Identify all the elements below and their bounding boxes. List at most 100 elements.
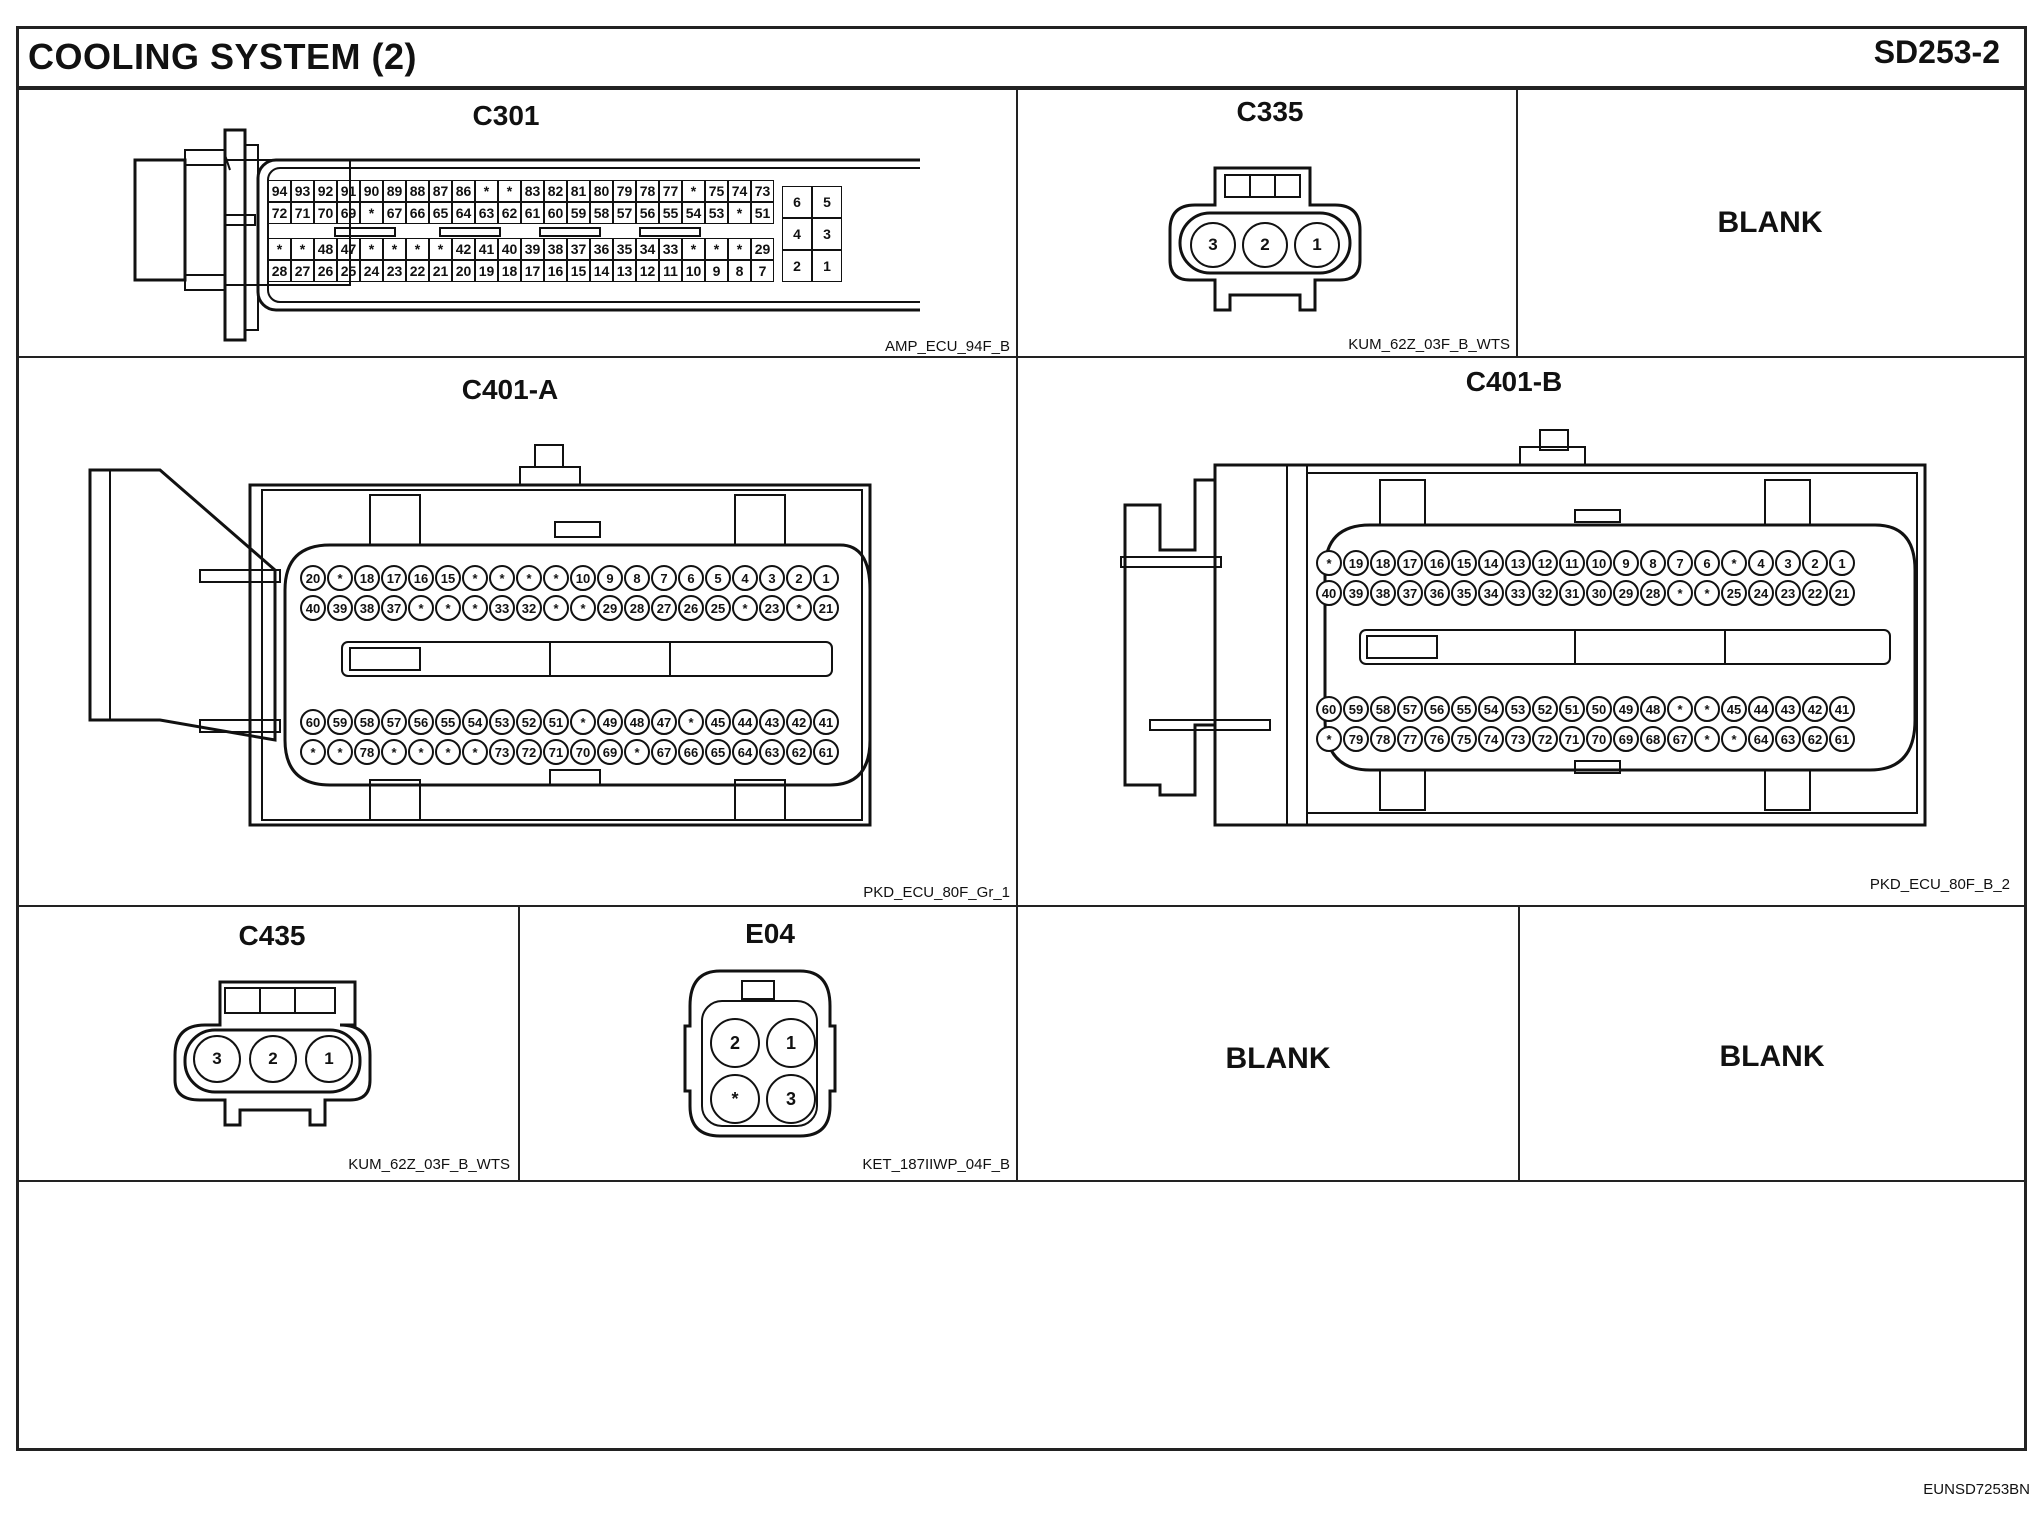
c401b-pin: * (1316, 726, 1342, 752)
e04-pin: 2 (710, 1018, 760, 1068)
c401b-pin: 50 (1586, 696, 1612, 722)
diagram-code: SD253-2 (1873, 34, 2000, 70)
c401b-pin: 64 (1748, 726, 1774, 752)
c401a-part-number: PKD_ECU_80F_Gr_1 (863, 884, 1010, 901)
c301-pin: 12 (636, 260, 659, 282)
spacer (1586, 610, 1612, 692)
c401a-pin: * (543, 595, 569, 621)
e04-part-number: KET_187IIWP_04F_B (862, 1156, 1010, 1173)
c301-pin: 89 (383, 180, 406, 202)
c401a-pin: 33 (489, 595, 515, 621)
c401a-pin: 39 (327, 595, 353, 621)
blank-cell-3: BLANK (1719, 1040, 1825, 1073)
c301-pin: 10 (682, 260, 705, 282)
c401b-pin: 67 (1667, 726, 1693, 752)
c301-pin: 15 (567, 260, 590, 282)
spacer (291, 224, 314, 238)
c401a-pin: * (300, 739, 326, 765)
c401b-pin: 77 (1397, 726, 1423, 752)
c401b-pin: 31 (1559, 580, 1585, 606)
c301-pin: * (498, 180, 521, 202)
c401a-pin: 59 (327, 709, 353, 735)
spacer (1559, 610, 1585, 692)
c401b-pin: * (1667, 580, 1693, 606)
c301-pin: 20 (452, 260, 475, 282)
spacer (516, 625, 542, 705)
c401b-pin: 71 (1559, 726, 1585, 752)
e04-pin: 3 (766, 1074, 816, 1124)
c401b-pin: 40 (1316, 580, 1342, 606)
c401b-pin: 34 (1478, 580, 1504, 606)
spacer (1397, 610, 1423, 692)
c301-pin: 8 (728, 260, 751, 282)
c301-pin: 14 (590, 260, 613, 282)
spacer (1451, 610, 1477, 692)
spacer (1478, 610, 1504, 692)
c401b-pin: 12 (1532, 550, 1558, 576)
spacer (1424, 610, 1450, 692)
c301-pin: 25 (337, 260, 360, 282)
c401a-pin: 37 (381, 595, 407, 621)
c401a-pin: * (327, 739, 353, 765)
c301-pin: 24 (360, 260, 383, 282)
col-divider-bottom-left (518, 905, 520, 1180)
c401b-pin: 60 (1316, 696, 1342, 722)
spacer (786, 625, 812, 705)
c301-pin: 69 (337, 202, 360, 224)
c401b-housing (1120, 429, 1927, 827)
c401a-pin: 9 (597, 565, 623, 591)
c301-pin: 70 (314, 202, 337, 224)
c401a-pin: 16 (408, 565, 434, 591)
c301-pin: * (429, 238, 452, 260)
spacer (300, 625, 326, 705)
spacer (452, 224, 475, 238)
c401b-pin: 41 (1829, 696, 1855, 722)
spacer (1721, 610, 1747, 692)
c301-pin: 67 (383, 202, 406, 224)
c401a-pin: 67 (651, 739, 677, 765)
c301-pin: 94 (268, 180, 291, 202)
c401b-pin: 38 (1370, 580, 1396, 606)
c401a-pin: 78 (354, 739, 380, 765)
spacer (408, 625, 434, 705)
c301-pin: * (360, 238, 383, 260)
c401b-pin: 44 (1748, 696, 1774, 722)
c301-pin: 65 (429, 202, 452, 224)
c401a-pin: 61 (813, 739, 839, 765)
c301-pin: * (682, 180, 705, 202)
c301-pin: * (728, 238, 751, 260)
c301-pin: 34 (636, 238, 659, 260)
c401a-pin: 40 (300, 595, 326, 621)
c401b-pin: * (1694, 696, 1720, 722)
c401b-pin: 68 (1640, 726, 1666, 752)
c401b-pin: 33 (1505, 580, 1531, 606)
spacer (1343, 610, 1369, 692)
spacer (813, 625, 839, 705)
blank-cell-2: BLANK (1225, 1042, 1331, 1075)
c401b-pin: 14 (1478, 550, 1504, 576)
c301-pin: * (728, 202, 751, 224)
c401b-pin: 45 (1721, 696, 1747, 722)
c301-pin: 11 (659, 260, 682, 282)
c401b-pin: 10 (1586, 550, 1612, 576)
spacer (732, 625, 758, 705)
spacer (521, 224, 544, 238)
c401b-pin: 56 (1424, 696, 1450, 722)
c401b-pin: 51 (1559, 696, 1585, 722)
c301-pin: 78 (636, 180, 659, 202)
row-divider-3 (16, 1180, 2027, 1182)
c301-pin: * (475, 180, 498, 202)
c401b-pin: * (1721, 550, 1747, 576)
c401b-pin: 3 (1775, 550, 1801, 576)
c401b-pin: 70 (1586, 726, 1612, 752)
c401a-pin: * (732, 595, 758, 621)
c401b-pin: * (1316, 550, 1342, 576)
c401a-pin: 54 (462, 709, 488, 735)
c401a-pin: 21 (813, 595, 839, 621)
spacer (1532, 610, 1558, 692)
c401a-housing (88, 444, 872, 827)
c301-pin: 56 (636, 202, 659, 224)
spacer (462, 625, 488, 705)
